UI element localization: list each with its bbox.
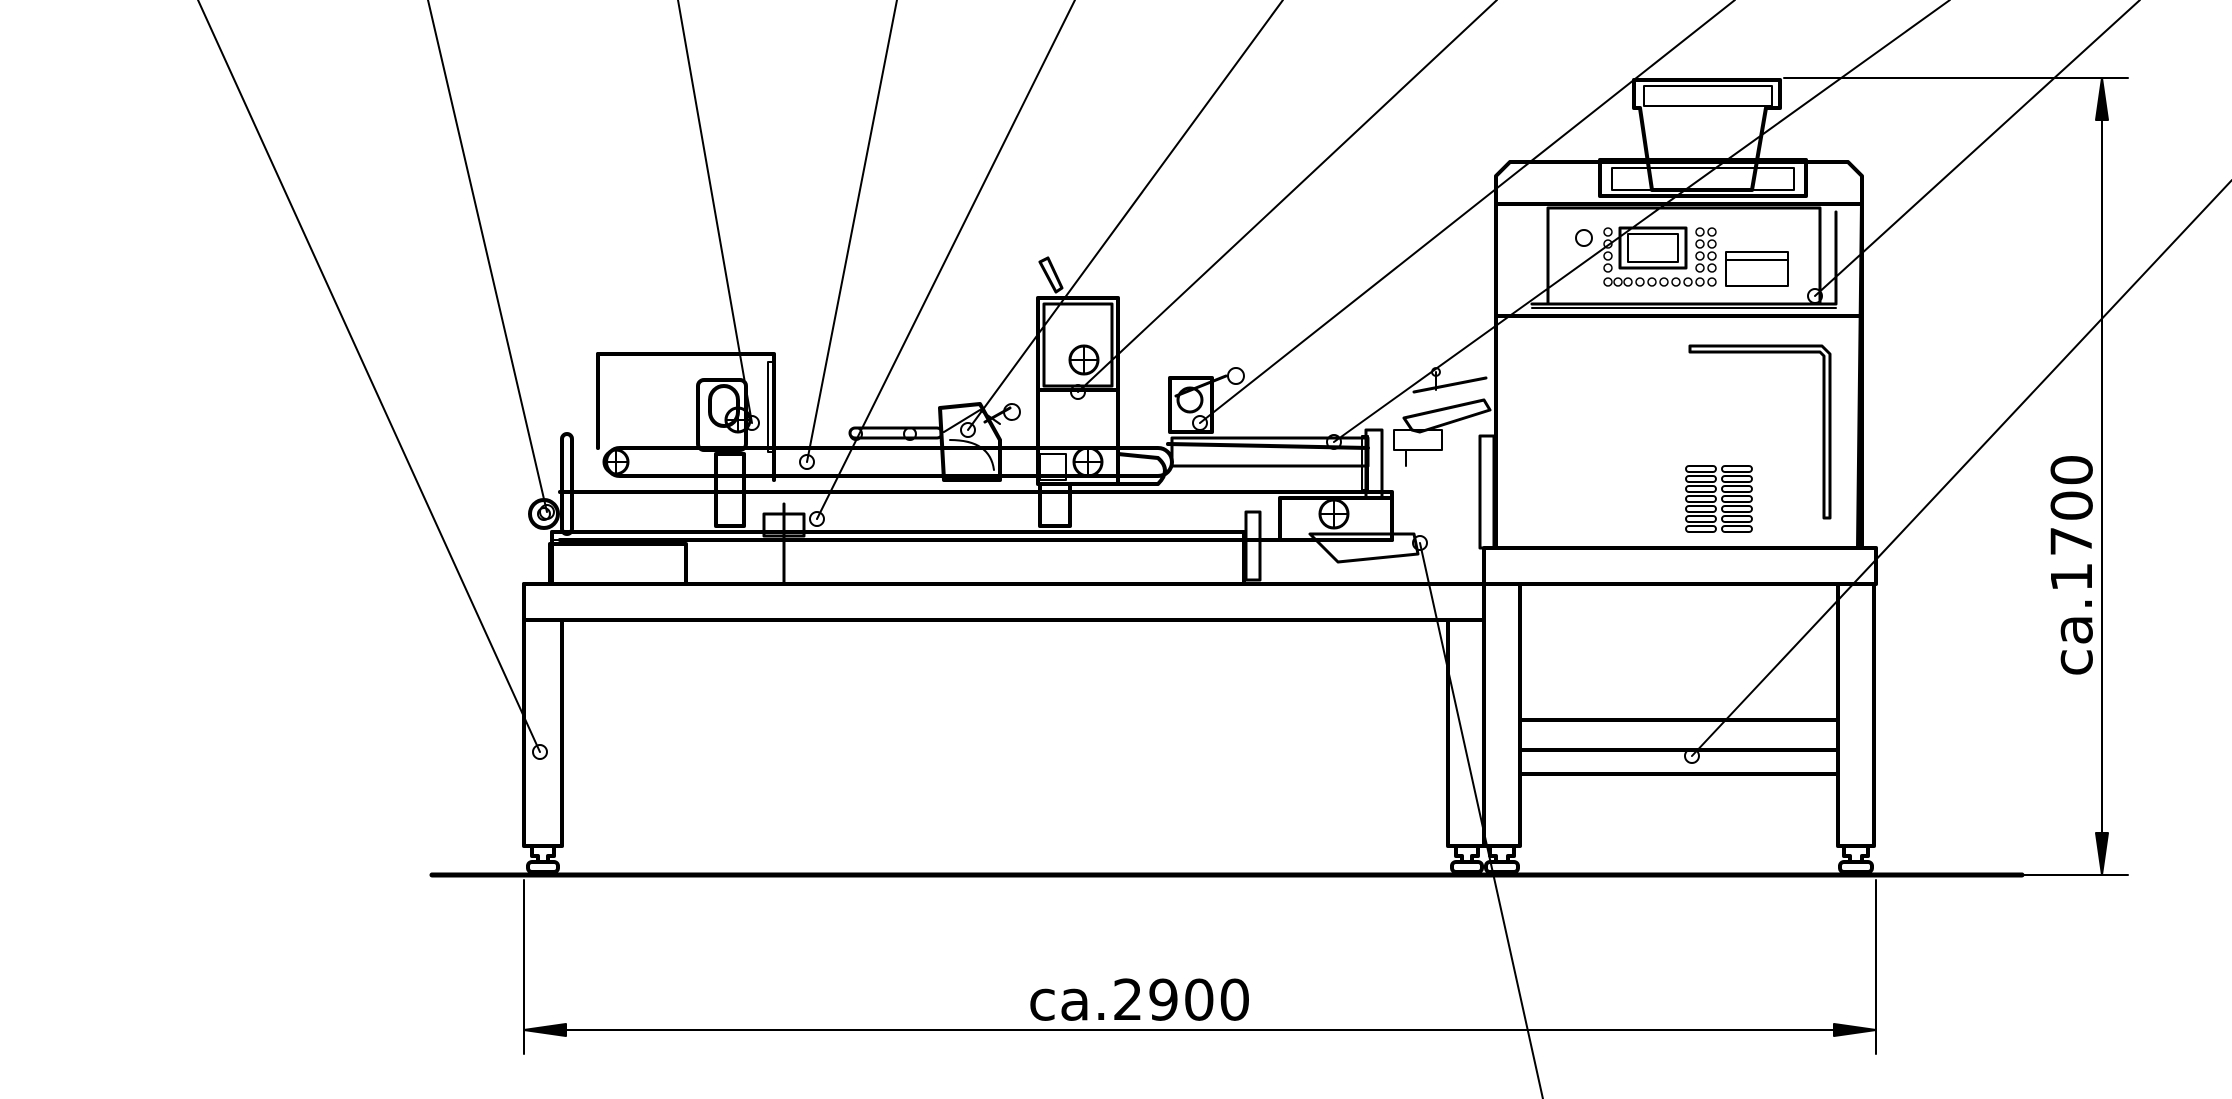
leader-lines <box>197 0 2232 1099</box>
width-dimension-label: ca.2900 <box>1027 969 1252 1034</box>
machine-cabinet <box>1478 78 1864 550</box>
conveyor-assembly <box>528 256 1492 586</box>
right-table <box>1482 546 1878 874</box>
dimension-height <box>1783 77 2129 876</box>
height-dimension-label: ca.1700 <box>2041 452 2106 677</box>
dimension-width <box>523 879 1877 1055</box>
left-table <box>522 582 1486 874</box>
